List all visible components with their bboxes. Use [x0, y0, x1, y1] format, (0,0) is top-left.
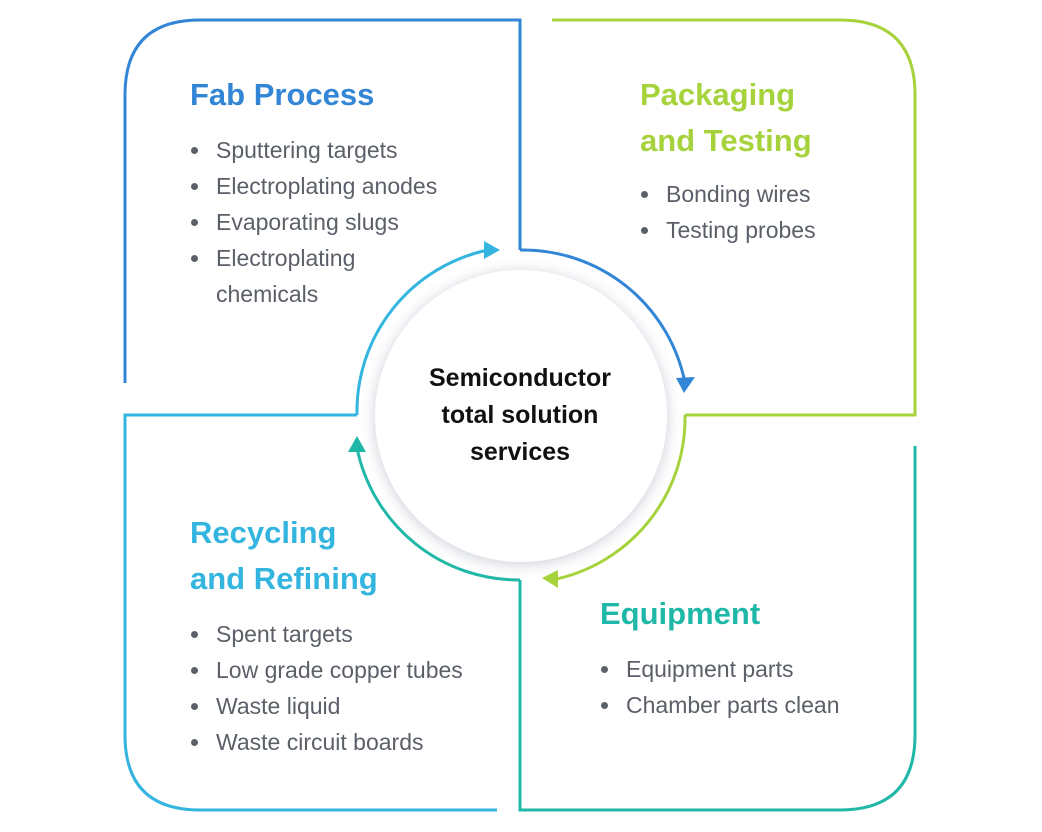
arrowhead-recycling-icon	[348, 436, 366, 452]
fab-frame	[123, 18, 522, 383]
title-line: and Testing	[640, 123, 812, 158]
list-item-line: Electroplating	[216, 245, 356, 271]
fab-process-title: Fab Process	[190, 77, 375, 112]
list-item-line: chemicals	[216, 281, 319, 307]
arrow-recycling-to-fab	[355, 248, 489, 416]
arrowhead-packaging-icon	[676, 377, 695, 393]
packaging-testing-list: Bonding wires Testing probes	[640, 176, 900, 248]
equipment-quadrant: Equipment Equipment parts Chamber parts …	[600, 591, 900, 723]
arrow-fab-to-packaging	[519, 248, 687, 384]
recycling-refining-list: Spent targets Low grade copper tubes Was…	[190, 616, 510, 760]
center-line: Semiconductor	[429, 364, 611, 392]
arrow-packaging-to-equipment	[551, 414, 687, 582]
list-item: Evaporating slugs	[190, 204, 510, 240]
recycling-frame	[123, 413, 497, 812]
list-item: Waste liquid	[190, 688, 510, 724]
arrowhead-fab-icon	[484, 241, 500, 259]
title-line: Packaging	[640, 77, 796, 112]
list-item: Bonding wires	[640, 176, 900, 212]
center-line: total solution	[441, 401, 599, 429]
list-item: Sputtering targets	[190, 132, 510, 168]
list-item: Chamber parts clean	[600, 687, 900, 723]
arrow-equipment-to-recycling	[355, 447, 521, 582]
fab-process-quadrant: Fab Process Sputtering targets Electropl…	[190, 72, 510, 312]
equipment-title: Equipment	[600, 596, 761, 631]
fab-process-list: Sputtering targets Electroplating anodes…	[190, 132, 510, 312]
title-line: and Refining	[190, 561, 378, 596]
list-item: Electroplating chemicals	[190, 240, 510, 312]
title-line: Recycling	[190, 515, 337, 550]
list-item: Low grade copper tubes	[190, 652, 510, 688]
arrowhead-equipment-icon	[542, 570, 558, 588]
packaging-frame	[552, 18, 917, 417]
list-item: Electroplating anodes	[190, 168, 510, 204]
packaging-testing-title: Packaging and Testing	[640, 72, 900, 164]
equipment-list: Equipment parts Chamber parts clean	[600, 651, 900, 723]
recycling-refining-quadrant: Recycling and Refining Spent targets Low …	[190, 510, 510, 760]
packaging-testing-quadrant: Packaging and Testing Bonding wires Testi…	[640, 72, 900, 248]
center-line: services	[469, 438, 571, 466]
list-item: Equipment parts	[600, 651, 900, 687]
recycling-refining-title: Recycling and Refining	[190, 510, 510, 602]
list-item: Waste circuit boards	[190, 724, 510, 760]
equipment-frame	[518, 446, 917, 812]
center-label: Semiconductor total solution services	[400, 360, 640, 471]
list-item: Spent targets	[190, 616, 510, 652]
list-item: Testing probes	[640, 212, 900, 248]
center-circle	[375, 270, 667, 562]
